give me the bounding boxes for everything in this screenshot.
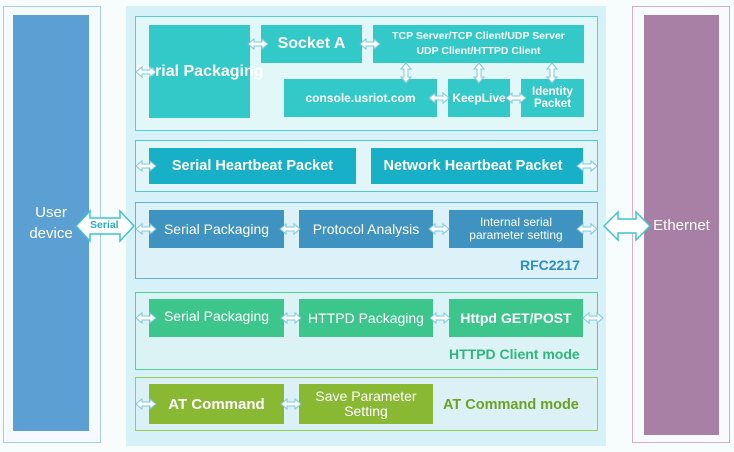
arrow-socket-protocols (359, 38, 381, 50)
ethernet-device: Ethernet (644, 15, 719, 435)
network-heartbeat-packet: Network Heartbeat Packet (371, 148, 583, 184)
internal-serial-parameter-setting: Internal serial parameter setting (449, 210, 583, 248)
arrow-protocols-keeplive (473, 62, 485, 84)
arrow-at-in (135, 398, 157, 410)
arrow-serial-socket (247, 38, 269, 50)
ethernet-big-arrow (602, 210, 652, 242)
arrow-httpd-out (582, 312, 604, 324)
arrow-heartbeat-out (576, 160, 598, 172)
arrow-httpd-1 (280, 312, 302, 324)
arrow-console-keeplive (428, 92, 450, 104)
httpd-get-post: Httpd GET/POST (449, 299, 583, 337)
protocol-analysis: Protocol Analysis (299, 210, 433, 248)
serial-big-arrow (74, 209, 136, 243)
rfc-serial-packaging: Serial Packaging (149, 210, 284, 248)
user-device: User device (13, 15, 89, 431)
save-parameter-setting: Save Parameter Setting (299, 384, 433, 424)
arrow-rfc-in (135, 223, 157, 235)
console-usriot: console.usriot.com (284, 79, 437, 117)
httpd-serial-packaging: Serial Packaging (149, 299, 284, 337)
serial-heartbeat-packet: Serial Heartbeat Packet (149, 148, 356, 184)
at-command-mode-label: AT Command mode (443, 397, 579, 413)
identity-packet: Identity Packet (521, 79, 584, 117)
arrow-heartbeat-in (135, 160, 157, 172)
arrow-keeplive-identity (505, 92, 527, 104)
arrow-rfc-2 (428, 223, 450, 235)
arrow-protocols-identity (546, 62, 558, 84)
socket-a: Socket A (261, 25, 362, 63)
rfc2217-label: RFC2217 (520, 257, 580, 273)
keeplive: KeepLive (448, 79, 510, 117)
arrow-rfc-1 (279, 223, 301, 235)
httpd-packaging: HTTPD Packaging (299, 299, 433, 337)
arrow-httpd-in (135, 312, 157, 324)
arrow-socket-in (135, 66, 157, 78)
arrow-httpd-2 (429, 312, 451, 324)
arrow-rfc-out (576, 223, 598, 235)
serial-link-label: Serial (90, 219, 119, 231)
arrow-at-1 (280, 398, 302, 410)
at-command: AT Command (149, 384, 284, 424)
httpd-client-mode-label: HTTPD Client mode (449, 346, 580, 362)
protocol-list: TCP Server/TCP Client/UDP Server UDP Cli… (373, 25, 584, 63)
arrow-protocols-console (400, 62, 412, 84)
